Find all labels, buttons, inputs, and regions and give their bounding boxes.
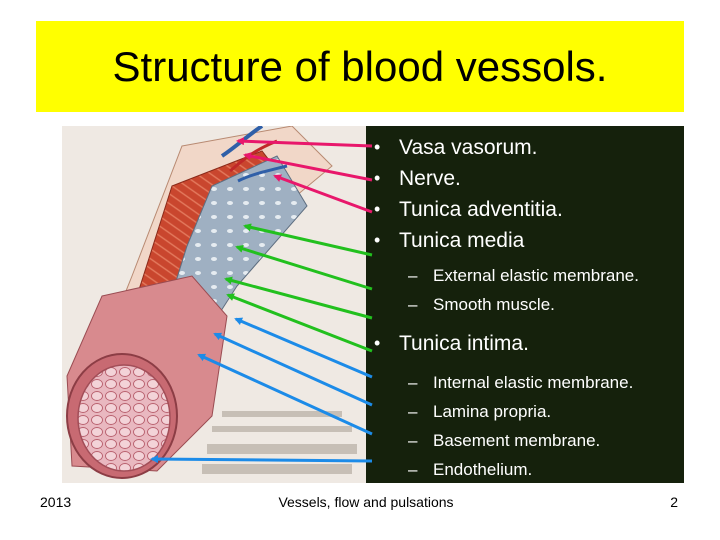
subbullet-basement-membrane: Basement membrane.	[366, 426, 684, 455]
footer-caption: Vessels, flow and pulsations	[0, 494, 720, 510]
blood-vessel-illustration	[62, 126, 367, 483]
bullet-list: Vasa vasorum. Nerve. Tunica adventitia. …	[366, 132, 684, 484]
page-number: 2	[664, 494, 678, 510]
legend-panel: Vasa vasorum. Nerve. Tunica adventitia. …	[366, 126, 684, 483]
subbullet-internal-elastic-membrane: Internal elastic membrane.	[366, 368, 684, 397]
subbullet-lamina-propria: Lamina propria.	[366, 397, 684, 426]
subbullet-endothelium: Endothelium.	[366, 455, 684, 484]
subbullet-smooth-muscle: Smooth muscle.	[366, 290, 684, 319]
bullet-tunica-adventitia: Tunica adventitia.	[366, 194, 684, 225]
bullet-tunica-media: Tunica media	[366, 225, 684, 256]
subbullet-external-elastic-membrane: External elastic membrane.	[366, 261, 684, 290]
title-bar: Structure of blood vessols.	[36, 21, 684, 112]
blood-vessel-drawing	[62, 126, 367, 483]
bullet-tunica-intima: Tunica intima.	[366, 328, 684, 359]
bullet-vasa-vasorum: Vasa vasorum.	[366, 132, 684, 163]
slide-title: Structure of blood vessols.	[113, 43, 608, 91]
bullet-nerve: Nerve.	[366, 163, 684, 194]
